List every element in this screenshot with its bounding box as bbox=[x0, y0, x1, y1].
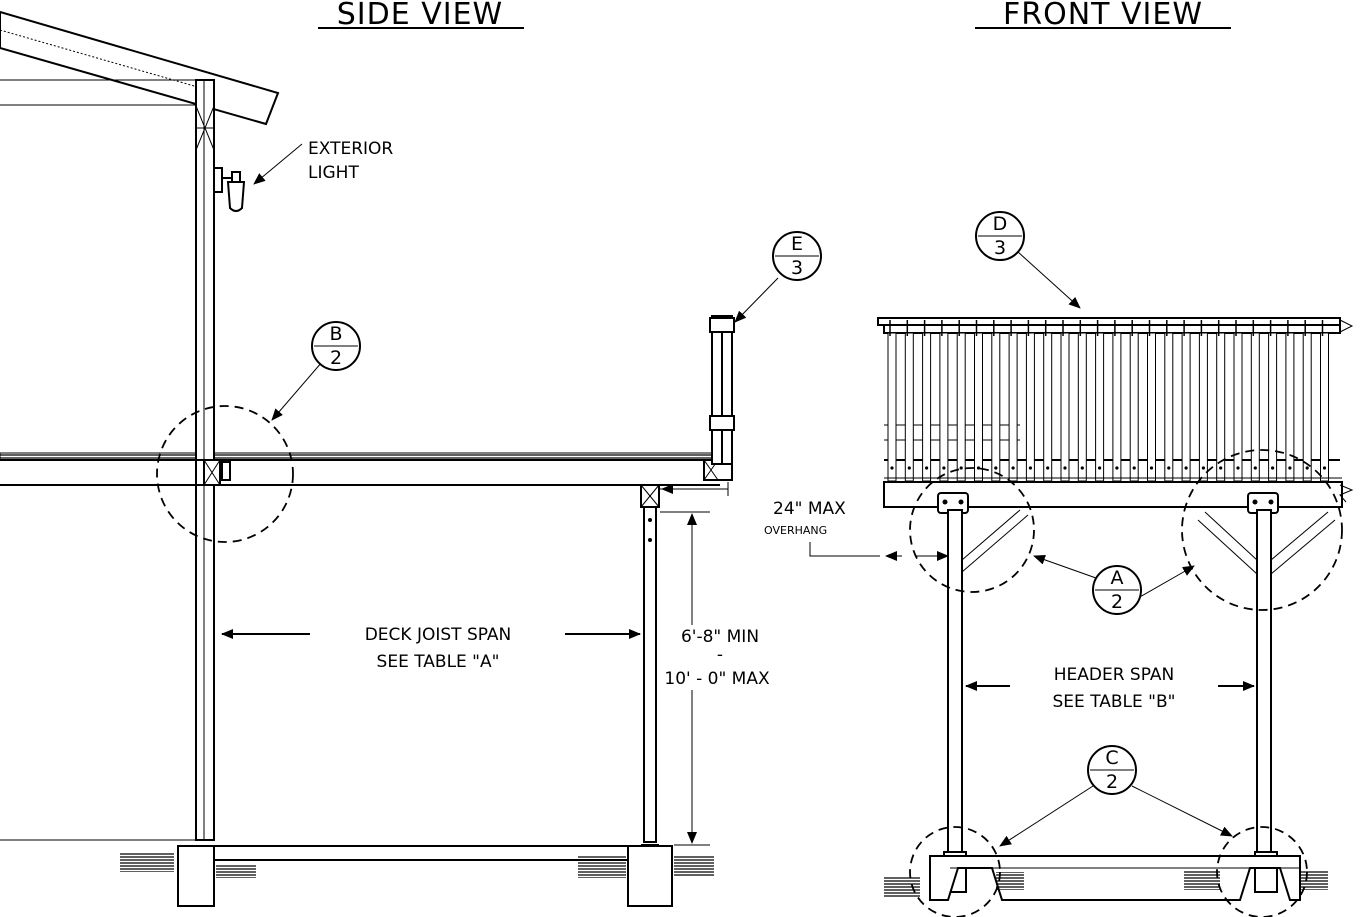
baluster bbox=[956, 332, 966, 482]
side-view-title: SIDE VIEW bbox=[318, 0, 524, 32]
baluster bbox=[1129, 332, 1139, 482]
front-post-left bbox=[937, 492, 1029, 893]
exterior-light-icon bbox=[213, 167, 246, 212]
exterior-light-label-2: LIGHT bbox=[308, 163, 359, 183]
side-railing-post bbox=[709, 315, 735, 465]
light-leader-arrow bbox=[253, 143, 303, 185]
detail-c-sheet: 2 bbox=[1106, 771, 1118, 793]
detail-b-sheet: 2 bbox=[330, 347, 342, 369]
baluster bbox=[1216, 332, 1226, 482]
detail-d-sheet: 3 bbox=[994, 237, 1006, 259]
baluster bbox=[1164, 332, 1174, 482]
header-span-label: HEADER SPAN bbox=[1054, 665, 1175, 685]
detail-c-letter: C bbox=[1105, 747, 1118, 769]
front-view-label: FRONT VIEW bbox=[1003, 0, 1203, 32]
baluster bbox=[1250, 332, 1260, 482]
baluster bbox=[1198, 332, 1208, 482]
baluster bbox=[904, 332, 914, 482]
side-view: EXTERIOR LIGHT bbox=[0, 10, 949, 907]
height-sep: - bbox=[717, 645, 723, 665]
baluster bbox=[1025, 332, 1035, 482]
detail-bubble-e: E 3 bbox=[734, 231, 822, 323]
baluster bbox=[1233, 332, 1243, 482]
baluster bbox=[1320, 332, 1329, 482]
baluster bbox=[1112, 332, 1122, 482]
roof bbox=[0, 10, 280, 126]
detail-b-letter: B bbox=[329, 323, 342, 345]
baluster bbox=[939, 332, 949, 482]
detail-d-letter: D bbox=[993, 213, 1008, 235]
baluster bbox=[1077, 332, 1087, 482]
baluster bbox=[1008, 332, 1018, 482]
side-ground bbox=[120, 845, 714, 907]
deck-surface bbox=[0, 452, 733, 486]
baluster bbox=[1285, 332, 1295, 482]
baluster bbox=[1095, 332, 1105, 482]
detail-bubble-b: B 2 bbox=[156, 321, 361, 543]
header-span-table: SEE TABLE "B" bbox=[1053, 692, 1176, 712]
baluster bbox=[922, 332, 932, 482]
detail-a-letter: A bbox=[1111, 567, 1124, 589]
overhang-label: 24" MAX bbox=[773, 499, 846, 519]
height-max-label: 10' - 0" MAX bbox=[664, 669, 770, 689]
detail-e-sheet: 3 bbox=[791, 257, 803, 279]
front-ground bbox=[884, 855, 1328, 901]
joist-span-label: DECK JOIST SPAN bbox=[365, 625, 512, 645]
baluster bbox=[887, 332, 897, 482]
height-min-label: 6'-8" MIN bbox=[681, 627, 759, 647]
baluster bbox=[991, 332, 1001, 482]
joist-span-dimension: DECK JOIST SPAN SEE TABLE "A" bbox=[221, 625, 641, 672]
detail-bubble-c: C 2 bbox=[909, 745, 1308, 917]
detail-e-letter: E bbox=[791, 233, 803, 255]
exterior-light-label: EXTERIOR bbox=[308, 139, 393, 159]
side-view-label: SIDE VIEW bbox=[337, 0, 503, 32]
baluster bbox=[1147, 332, 1156, 482]
baluster bbox=[1043, 332, 1053, 482]
detail-a-sheet: 2 bbox=[1111, 591, 1123, 613]
deck-post bbox=[640, 484, 660, 876]
front-view: D 3 A 2 HEADER SPAN SEE TABLE "B" bbox=[877, 211, 1354, 917]
baluster bbox=[974, 332, 983, 482]
header-span-dimension: HEADER SPAN SEE TABLE "B" bbox=[965, 665, 1255, 712]
baluster bbox=[1302, 332, 1312, 482]
front-post-right bbox=[1197, 492, 1336, 893]
height-dimension: 6'-8" MIN - 10' - 0" MAX bbox=[660, 511, 770, 846]
front-view-title: FRONT VIEW bbox=[975, 0, 1231, 32]
overhang-dimension: 24" MAX OVERHANG bbox=[660, 482, 949, 561]
baluster bbox=[1060, 332, 1070, 482]
baluster bbox=[1181, 332, 1191, 482]
baluster bbox=[1268, 332, 1278, 482]
detail-bubble-d: D 3 bbox=[975, 211, 1081, 309]
front-railing bbox=[877, 317, 1341, 482]
joist-span-table: SEE TABLE "A" bbox=[377, 652, 500, 672]
detail-bubble-a: A 2 bbox=[909, 449, 1343, 615]
overhang-label-2: OVERHANG bbox=[764, 524, 827, 537]
